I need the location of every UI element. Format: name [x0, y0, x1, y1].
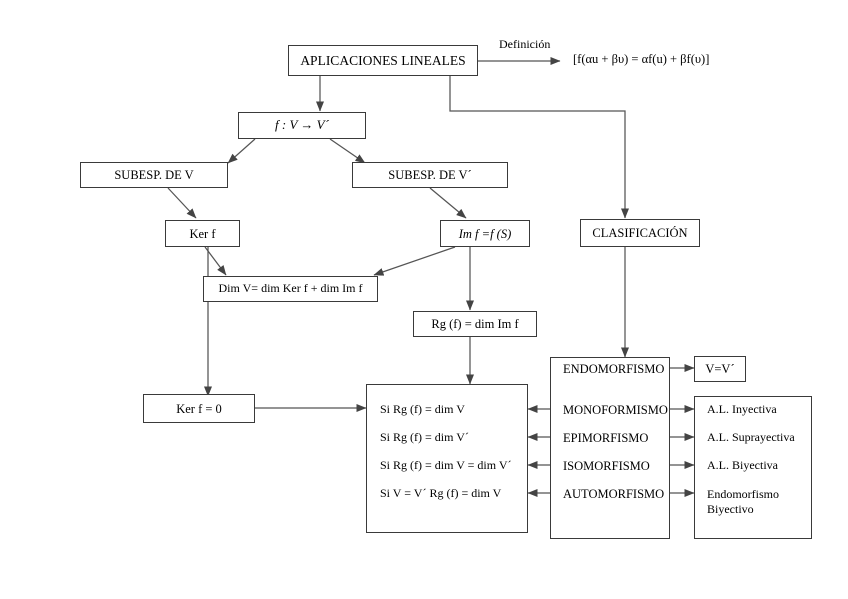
node-aplicaciones-lineales-label: APLICACIONES LINEALES — [300, 52, 466, 68]
node-dim-relation-label: Dim V= dim Ker f + dim Im f — [218, 281, 363, 296]
node-rank-relation-label: Rg (f) = dim Im f — [431, 317, 519, 331]
node-ker-zero-label: Ker f = 0 — [176, 401, 222, 416]
wire-ker-to-dim — [204, 246, 227, 276]
node-linear-map-label: f : V → V´ — [275, 117, 329, 133]
node-endomorfismo-result[interactable]: V=V´ — [694, 356, 746, 382]
node-classification-types-panel[interactable]: ENDOMORFISMO MONOFORMISMO EPIMORFISMO IS… — [550, 357, 670, 539]
node-clasificacion[interactable]: CLASIFICACIÓN — [580, 219, 700, 247]
classification-type-automorfismo[interactable]: AUTOMORFISMO — [563, 487, 665, 501]
node-ker-zero[interactable]: Ker f = 0 — [143, 394, 255, 423]
wire-subesp-vp-to-im — [429, 187, 467, 219]
node-clasificacion-label: CLASIFICACIÓN — [592, 226, 688, 240]
definition-formula: [f(αu + βυ) = αf(u) + βf(υ)] — [573, 52, 710, 66]
classification-type-endomorfismo[interactable]: ENDOMORFISMO — [563, 362, 665, 376]
classification-type-isomorfismo[interactable]: ISOMORFISMO — [563, 459, 650, 473]
node-endomorfismo-result-label: V=V´ — [705, 362, 735, 376]
result-row-biyectiva[interactable]: A.L. Biyectiva — [707, 458, 778, 472]
edge-label-definicion: Definición — [499, 37, 551, 51]
wire-map-to-subesp-vp — [329, 138, 366, 164]
classification-type-epimorfismo[interactable]: EPIMORFISMO — [563, 431, 649, 445]
node-subesp-v[interactable]: SUBESP. DE V — [80, 162, 228, 188]
node-conditions-panel[interactable]: Si Rg (f) = dim V Si Rg (f) = dim V´ Si … — [366, 384, 528, 533]
condition-row-3[interactable]: Si Rg (f) = dim V = dim V´ — [380, 458, 512, 472]
node-dim-relation[interactable]: Dim V= dim Ker f + dim Im f — [203, 276, 378, 302]
classification-type-monoformismo[interactable]: MONOFORMISMO — [563, 403, 668, 417]
result-row-inyectiva[interactable]: A.L. Inyectiva — [707, 402, 777, 416]
node-aplicaciones-lineales[interactable]: APLICACIONES LINEALES — [288, 45, 478, 76]
node-ker-f[interactable]: Ker f — [165, 220, 240, 247]
condition-row-4[interactable]: Si V = V´ Rg (f) = dim V — [380, 486, 502, 500]
node-subesp-vp[interactable]: SUBESP. DE V´ — [352, 162, 508, 188]
result-row-suprayectiva[interactable]: A.L. Suprayectiva — [707, 430, 795, 444]
condition-row-1[interactable]: Si Rg (f) = dim V — [380, 402, 465, 416]
wire-im-to-dim — [373, 246, 456, 276]
node-im-f[interactable]: Im f =f (S) — [440, 220, 530, 247]
node-ker-f-label: Ker f — [189, 226, 216, 241]
wire-map-to-subesp-v — [227, 138, 256, 164]
condition-row-2[interactable]: Si Rg (f) = dim V´ — [380, 430, 469, 444]
node-linear-map[interactable]: f : V → V´ — [238, 112, 366, 139]
wire-subesp-v-to-ker — [167, 187, 197, 219]
node-rank-relation[interactable]: Rg (f) = dim Im f — [413, 311, 537, 337]
node-results-panel[interactable]: A.L. Inyectiva A.L. Suprayectiva A.L. Bi… — [694, 396, 812, 539]
node-subesp-vp-label: SUBESP. DE V´ — [388, 168, 472, 182]
node-im-f-label: Im f =f (S) — [458, 226, 512, 241]
node-subesp-v-label: SUBESP. DE V — [114, 168, 194, 182]
result-row-endomorfismo-biyectivo[interactable]: Endomorfismo Biyectivo — [707, 487, 779, 516]
wire-aplicaciones-to-clasificacion — [449, 76, 630, 219]
